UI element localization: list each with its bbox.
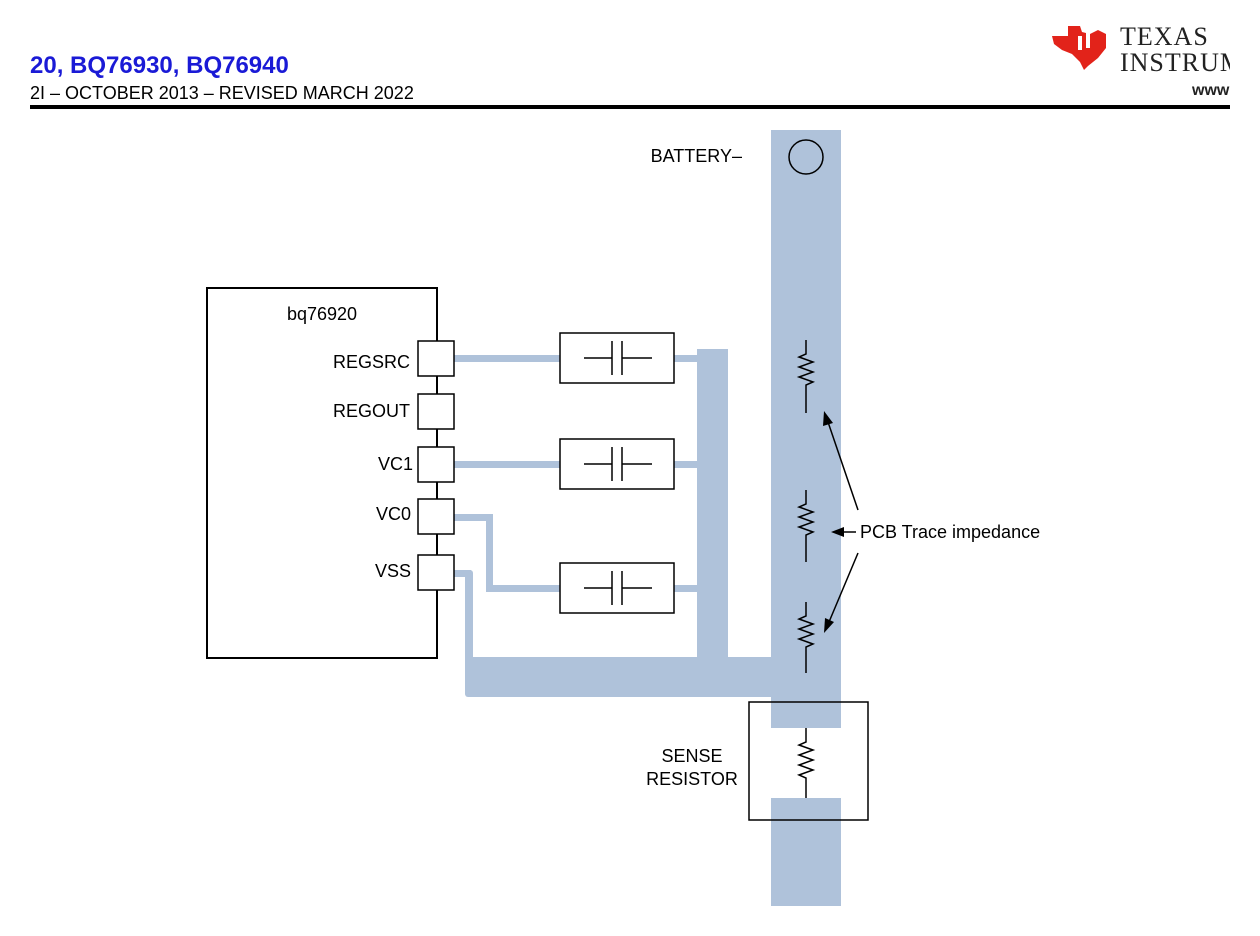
logo-text-texas: TEXAS xyxy=(1120,22,1209,51)
trace-resistor-bottom xyxy=(796,602,816,673)
chip-pins xyxy=(417,340,455,591)
vss-trace-stub xyxy=(454,570,471,577)
vc0-trace-bottom xyxy=(486,585,560,592)
pin-label-vss: VSS xyxy=(375,561,411,581)
chip-label: bq76920 xyxy=(287,304,357,324)
texas-state-icon xyxy=(1052,26,1106,70)
sense-gap-lower-trace xyxy=(771,798,841,819)
pin-vc1-pad xyxy=(417,446,455,483)
sense-label-line1: SENSE xyxy=(661,746,722,766)
trace-resistor-top xyxy=(796,340,816,413)
arrow-head-down xyxy=(824,618,834,633)
battery-trace-upper xyxy=(771,130,841,728)
ground-bus-horizontal xyxy=(470,657,775,697)
texas-instruments-logo: TEXAS INSTRUM www xyxy=(1050,22,1230,108)
header-rule xyxy=(30,105,1230,109)
logo-text-instruments: INSTRUM xyxy=(1120,48,1230,77)
sense-resistor-box xyxy=(748,701,869,821)
battery-terminal xyxy=(788,139,824,175)
vc0-trace-vertical xyxy=(486,514,493,592)
capacitor-regsrc xyxy=(559,332,675,384)
trace-resistors xyxy=(796,340,816,673)
sense-gap-upper-trace xyxy=(771,703,841,728)
pin-label-regout: REGOUT xyxy=(333,401,410,421)
pin-label-vc1: VC1 xyxy=(378,454,413,474)
pin-regout-pad xyxy=(417,393,455,430)
vc0-cap-out xyxy=(674,585,699,592)
vc1-trace xyxy=(454,461,560,468)
pin-vc0-pad xyxy=(417,498,455,535)
regsrc-trace xyxy=(454,355,560,362)
pin-label-regsrc: REGSRC xyxy=(333,352,410,372)
pcb-traces xyxy=(454,130,841,906)
battery-label: BATTERY– xyxy=(651,146,742,166)
cap-return-bus xyxy=(697,349,728,659)
arrow-head-up xyxy=(823,411,833,426)
regsrc-cap-out xyxy=(674,355,699,362)
logo-text-www: www xyxy=(1192,82,1230,99)
vc0-trace-stub xyxy=(454,514,493,521)
sense-label-line2: RESISTOR xyxy=(646,769,738,789)
capacitor-vc1 xyxy=(559,438,675,490)
vss-trace-vertical xyxy=(465,570,473,697)
capacitor-vc0 xyxy=(559,562,675,614)
trace-resistor-middle xyxy=(796,490,816,562)
document-revision: 2I – OCTOBER 2013 – REVISED MARCH 2022 xyxy=(30,83,414,103)
pin-label-vc0: VC0 xyxy=(376,504,411,524)
vc1-cap-out xyxy=(674,461,699,468)
pin-regsrc-pad xyxy=(417,340,455,377)
trace-impedance-label: PCB Trace impedance xyxy=(860,522,1040,542)
arrow-head-left xyxy=(831,527,844,537)
sense-resistor-symbol xyxy=(796,728,816,798)
pin-vss-pad xyxy=(417,554,455,591)
impedance-arrows xyxy=(823,411,859,633)
document-title: 20, BQ76930, BQ76940 xyxy=(30,52,289,79)
